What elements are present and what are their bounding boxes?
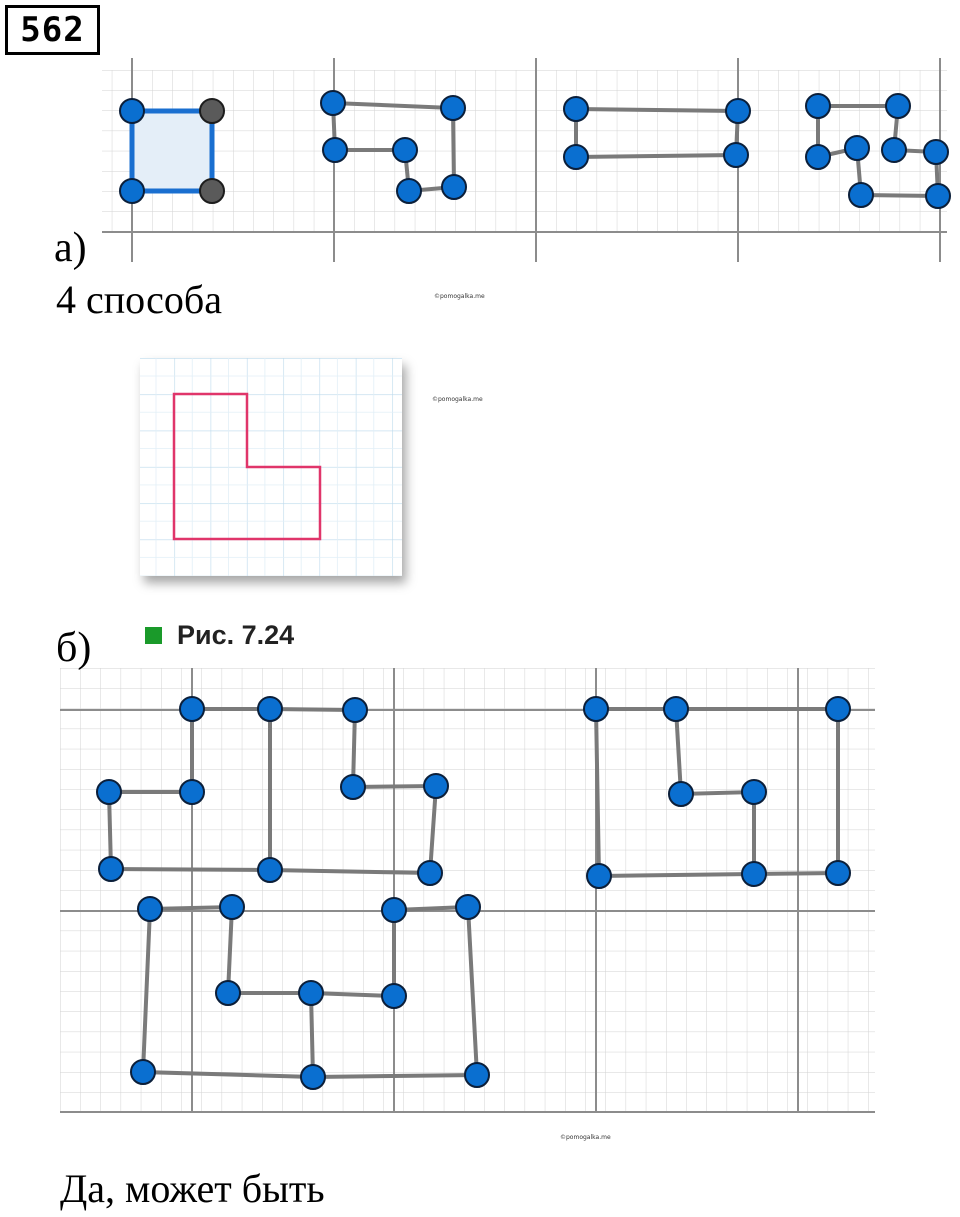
watermark: ©pomogalka.me bbox=[560, 1134, 611, 1141]
grid-a bbox=[102, 58, 947, 262]
way-2-vertices bbox=[320, 90, 467, 204]
part-b-label: б) bbox=[56, 625, 92, 671]
vertex-dot bbox=[199, 98, 225, 124]
part-a-answer: 4 способа bbox=[56, 277, 223, 322]
part-a-label: а) bbox=[54, 225, 87, 271]
task-number: 562 bbox=[5, 5, 100, 55]
shape-b2-vertices bbox=[130, 894, 490, 1090]
figure-caption: Рис. 7.24 bbox=[145, 620, 294, 651]
watermark: ©pomogalka.me bbox=[432, 396, 483, 403]
way-3-vertices bbox=[563, 96, 751, 170]
vertex-dot bbox=[199, 178, 225, 204]
caption-text: Рис. 7.24 bbox=[177, 620, 295, 650]
figure-card bbox=[140, 358, 402, 576]
vertex-dot bbox=[119, 178, 145, 204]
l-shape-outline bbox=[172, 392, 322, 541]
way-1-square bbox=[119, 98, 225, 204]
shape-b1-vertices bbox=[96, 696, 449, 886]
figure-grid bbox=[140, 358, 402, 576]
part-b-answer: Да, может быть bbox=[60, 1166, 325, 1211]
grid-b bbox=[60, 668, 875, 1113]
watermark: ©pomogalka.me bbox=[434, 293, 485, 300]
shape-b3-vertices bbox=[583, 696, 851, 889]
vertex-dot bbox=[119, 98, 145, 124]
caption-marker bbox=[145, 627, 162, 644]
way-4-vertices bbox=[805, 93, 951, 209]
